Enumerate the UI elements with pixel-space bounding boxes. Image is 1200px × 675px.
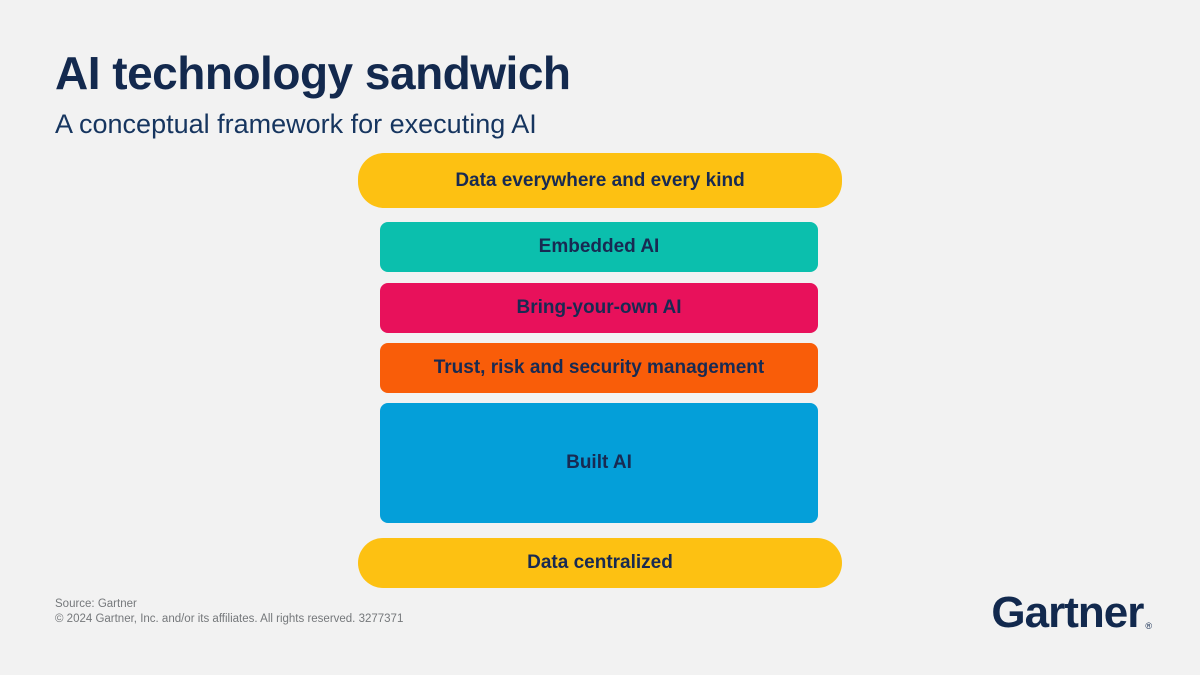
page-subtitle: A conceptual framework for executing AI xyxy=(55,108,537,139)
layer-label: Data everywhere and every kind xyxy=(455,169,745,191)
copyright-note: © 2024 Gartner, Inc. and/or its affiliat… xyxy=(55,613,404,625)
header: AI technology sandwich A conceptual fram… xyxy=(55,48,571,140)
layer-data-centralized: Data centralized xyxy=(358,538,842,588)
layer-label: Trust, risk and security management xyxy=(433,357,765,378)
layer-label: Data centralized xyxy=(527,552,673,573)
gartner-logo: Gartner ® xyxy=(991,587,1152,637)
layer-label: Embedded AI xyxy=(538,236,660,257)
layer-built-ai: Built AI xyxy=(380,403,818,523)
source-note: Source: Gartner xyxy=(55,598,137,610)
layer-data-everywhere: Data everywhere and every kind xyxy=(358,153,842,208)
footer: Source: Gartner © 2024 Gartner, Inc. and… xyxy=(55,597,403,627)
layer-embedded-ai: Embedded AI xyxy=(380,222,818,272)
layer-bring-your-own-ai: Bring-your-own AI xyxy=(380,283,818,333)
layer-label: Built AI xyxy=(566,452,632,473)
page-title: AI technology sandwich xyxy=(55,47,571,99)
layer-trust-risk-security: Trust, risk and security management xyxy=(380,343,818,393)
layer-label: Bring-your-own AI xyxy=(516,297,682,318)
gartner-logo-text: Gartner xyxy=(991,587,1144,637)
registered-trademark-icon: ® xyxy=(1145,621,1152,631)
